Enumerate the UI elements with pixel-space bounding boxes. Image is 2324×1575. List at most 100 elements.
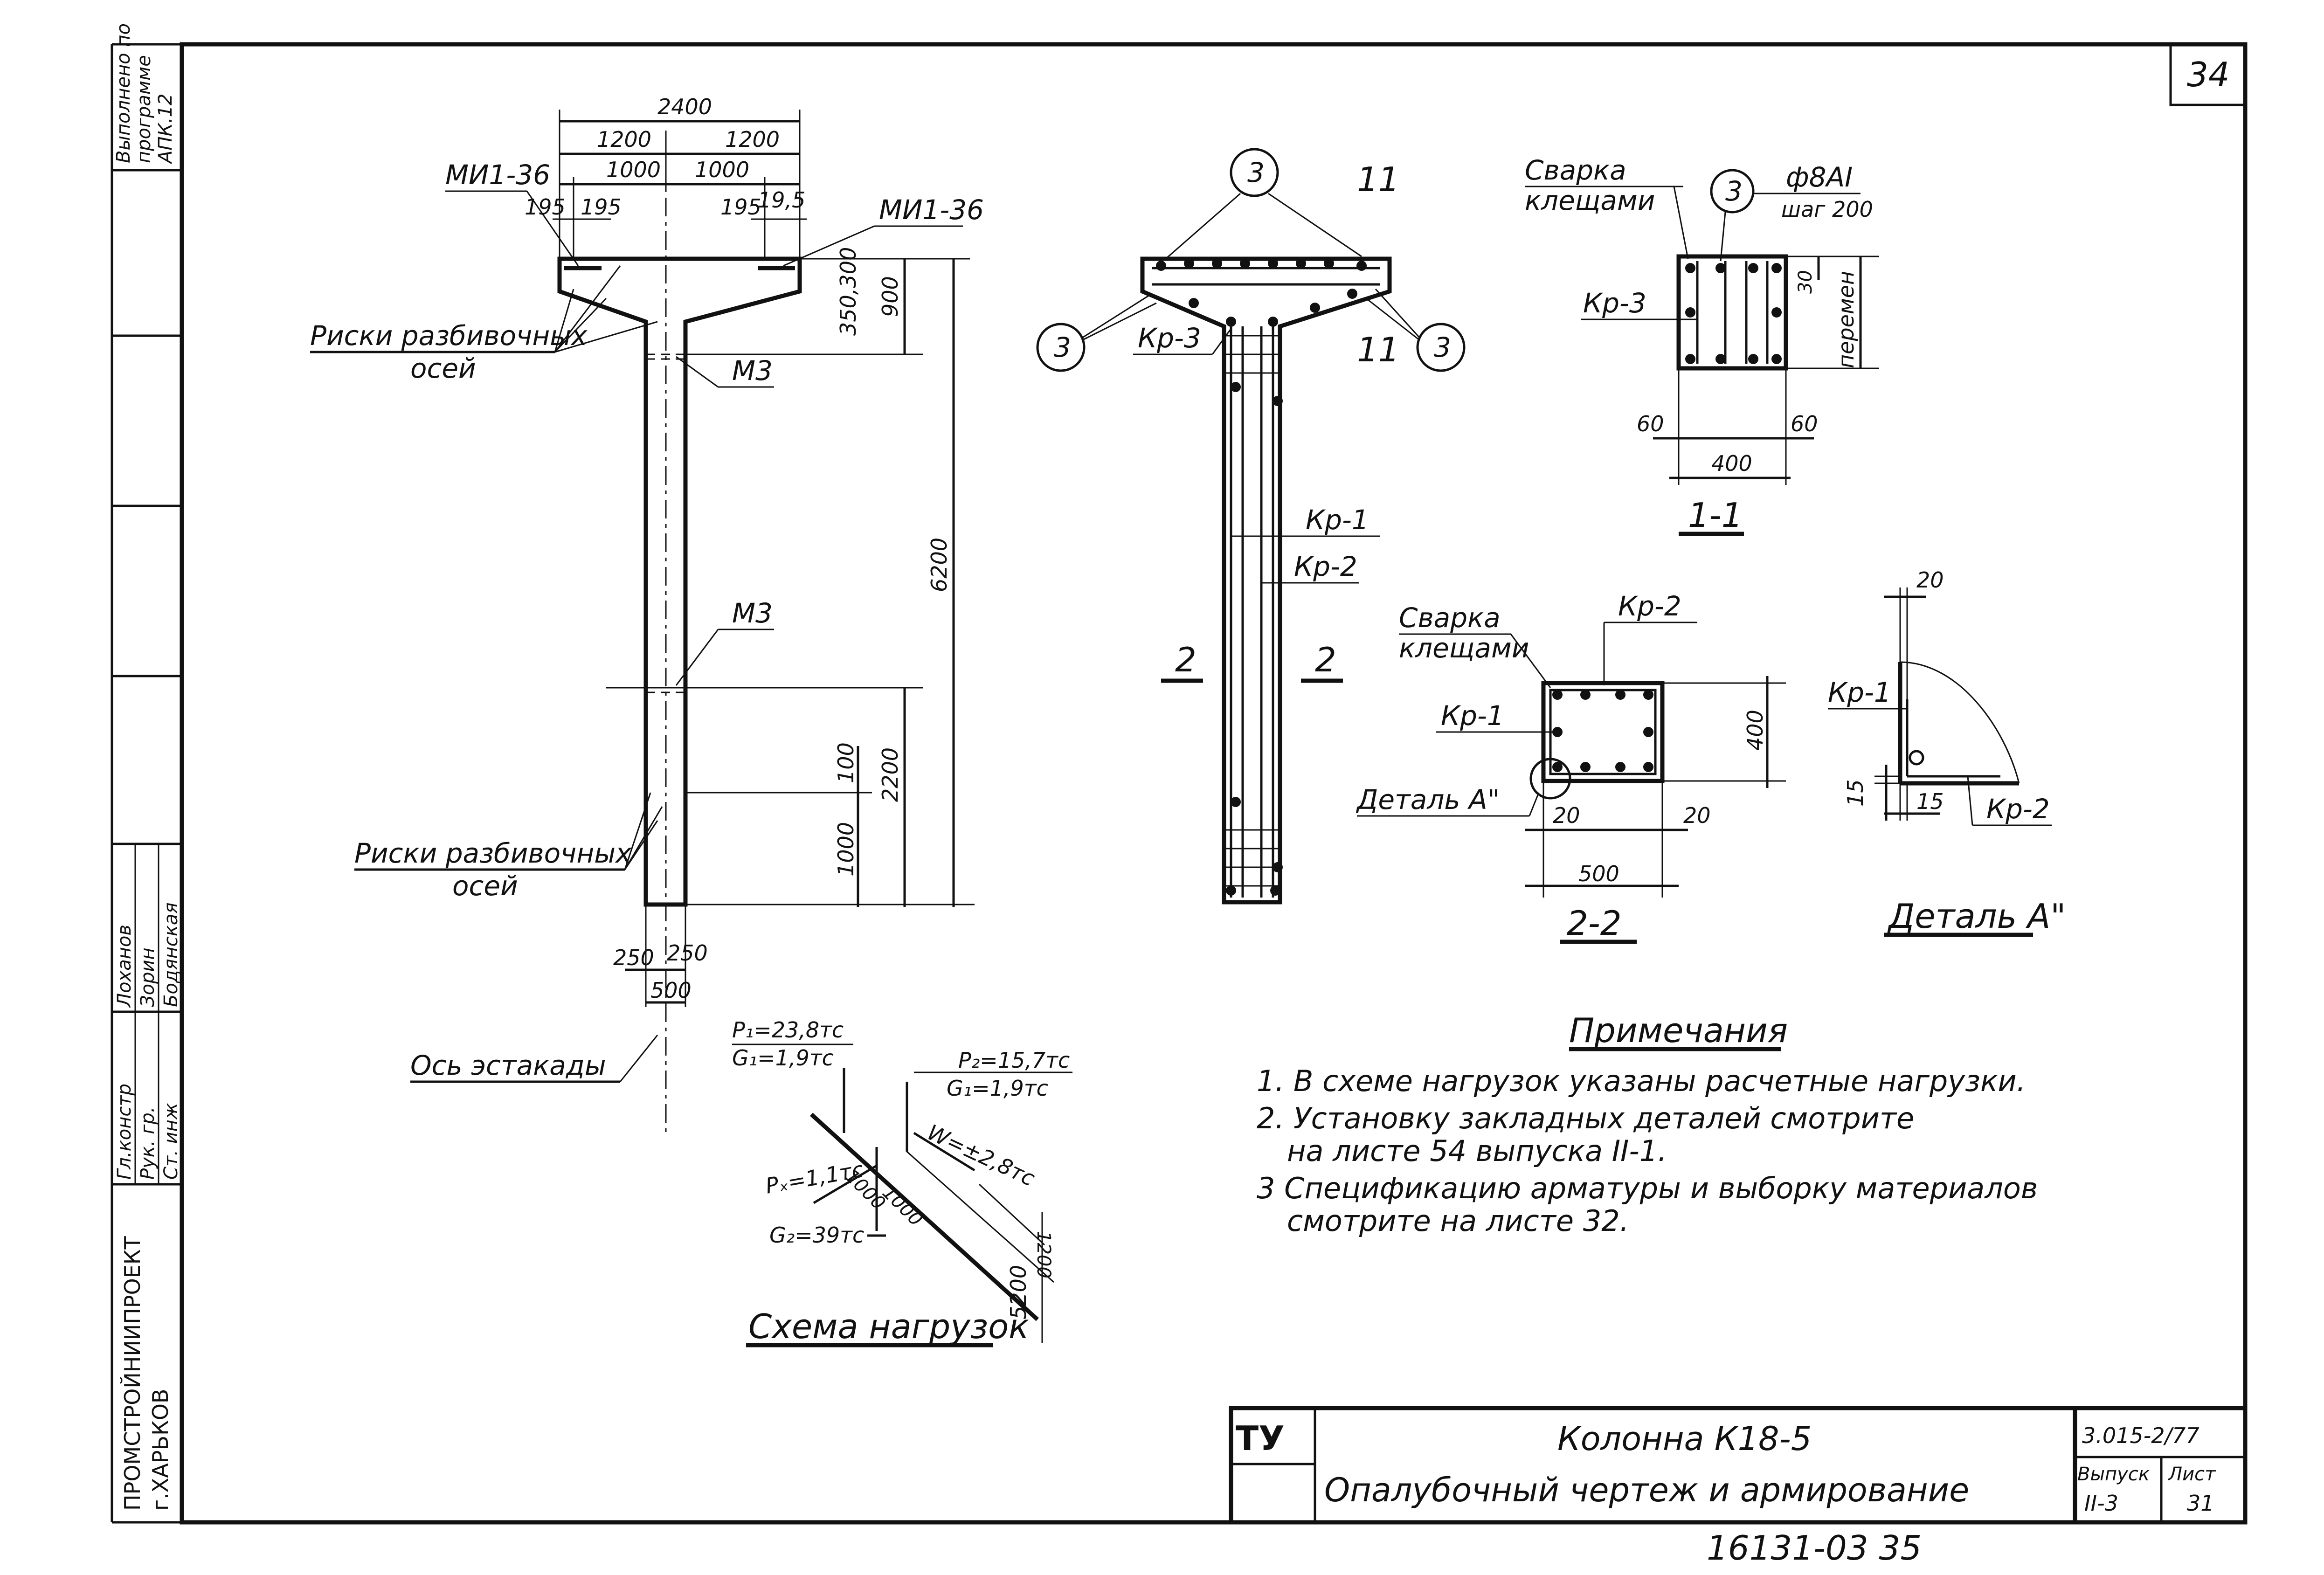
section-1-1-title: 1-1 <box>1688 496 1743 535</box>
dim-20-left: 20 <box>1553 803 1580 828</box>
dim-base-500: 500 <box>650 978 692 1003</box>
load-scheme: P₁=23,8тс G₁=1,9тс P₂=15,7тс G₁=1,9тс Pₓ… <box>732 1017 1072 1347</box>
side-stamp: Выполнено по программе АПК.12 Лоханов Зо… <box>112 23 182 1511</box>
note-2a: 2. Установку закладных деталей смотрите <box>1257 1101 1914 1135</box>
column-elevation: 2400 1200 1200 1000 1000 195 195 195 19,… <box>310 94 984 1133</box>
stamp-r3-role: Ст. инж <box>160 1103 182 1180</box>
dim-60-left: 60 <box>1637 411 1664 436</box>
load-g2: G₂=39тс <box>769 1223 864 1248</box>
marks-label-top-2: осей <box>410 352 476 384</box>
sheet-frame <box>180 42 2248 1525</box>
detail-a-ref: Деталь А" <box>1356 784 1500 815</box>
note-1: 1. В схеме нагрузок указаны расчетные на… <box>1257 1064 2026 1098</box>
dim-2200: 2200 <box>878 747 903 802</box>
note-2b: на листе 54 выпуска II-1. <box>1287 1134 1667 1168</box>
section-mark-1-1-top: 11 <box>1357 160 1400 199</box>
embed-label-right: МИ1-36 <box>879 194 984 226</box>
load-dim-1200: 1200 <box>1033 1231 1054 1278</box>
section-mark-2-left: 2 <box>1175 640 1197 679</box>
title-block: ТУ Колонна К18-5 Опалубочный чертеж и ар… <box>1229 1406 2248 1525</box>
dim-base-250-left: 250 <box>613 945 654 970</box>
dim-100: 100 <box>833 742 858 783</box>
kr2-section-label: Кр-2 <box>1618 590 1681 622</box>
stamp-r1-name: Лоханов <box>114 925 135 1008</box>
stamp-org-2: г.ХАРЬКОВ <box>148 1389 173 1511</box>
page-number-box <box>2169 43 2247 106</box>
load-g1-right: G₁=1,9тс <box>947 1076 1048 1101</box>
load-p2: P₂=15,7тс <box>958 1048 1070 1073</box>
drawing-code: 3.015-2/77 <box>2082 1423 2200 1448</box>
reinforcement-outline <box>1140 256 1392 905</box>
section-mark-1-1-bottom: 11 <box>1357 330 1400 369</box>
marks-label-top: Риски разбивочных <box>310 320 588 352</box>
dim-400-section-2: 400 <box>1743 710 1768 751</box>
stamp-org-1: ПРОМСТРОЙНИИПРОЕКТ <box>120 1236 145 1511</box>
kr3-label: Кр-3 <box>1138 322 1201 354</box>
section-1-1-outline <box>1676 254 1788 371</box>
title-line-2: Опалубочный чертеж и армирование <box>1324 1471 1969 1509</box>
dim-top-width: 2400 <box>657 94 712 119</box>
callout-3-right-text: 3 <box>1434 332 1451 363</box>
weld-label-1: Сварка <box>1525 154 1626 186</box>
kr3-section-label: Кр-3 <box>1583 287 1646 319</box>
stamp-top-text: Выполнено по <box>113 23 134 163</box>
bottom-stamp: 16131-03 35 <box>1707 1528 1922 1568</box>
title-line-1: Колонна К18-5 <box>1557 1420 1812 1458</box>
detail-a: 20 Кр-1 15 15 Кр-2 Деталь А" <box>1828 567 2066 937</box>
load-scheme-title: Схема нагрузок <box>748 1307 1029 1346</box>
callout-3-top <box>1230 148 1279 197</box>
sheet-value: 31 <box>2187 1491 2214 1516</box>
bar-step: шаг 200 <box>1781 197 1873 222</box>
dim-edge-a: 195 <box>525 194 566 220</box>
dim-sub-left: 1000 <box>606 157 661 182</box>
kr1-section-label: Кр-1 <box>1441 700 1504 732</box>
callout-3-left <box>1036 323 1086 372</box>
callout-3-top-text: 3 <box>1247 157 1265 188</box>
dim-20-detail: 20 <box>1916 567 1944 593</box>
stamp-r2-name: Зорин <box>137 947 159 1007</box>
dim-1000: 1000 <box>833 822 858 877</box>
dim-base-250-right: 250 <box>667 940 708 966</box>
notes-heading: Примечания <box>1569 1011 1788 1050</box>
stamp-r1-role: Гл.констр <box>114 1084 135 1180</box>
issue-value: II-3 <box>2084 1491 2118 1516</box>
m3-label-mid: М3 <box>732 597 773 629</box>
load-p1: P₁=23,8тс <box>732 1017 844 1043</box>
load-dim-1000b: 1000 <box>878 1182 927 1231</box>
section-mark-2-right: 2 <box>1315 640 1336 679</box>
bar-spec: ф8АI <box>1786 161 1853 193</box>
dim-var: перемен <box>1833 271 1859 368</box>
dim-15-horizontal: 15 <box>1916 789 1944 814</box>
reinforcement-view: 3 3 3 11 11 Кр-3 Кр-1 Кр-2 2 2 <box>1036 148 1466 905</box>
dim-400-section-1: 400 <box>1711 451 1752 476</box>
load-g1-left: G₁=1,9тс <box>732 1045 834 1071</box>
dim-20-right: 20 <box>1683 803 1711 828</box>
kr2-detail-label: Кр-2 <box>1986 793 2050 825</box>
note-3b: смотрите на листе 32. <box>1287 1204 1629 1238</box>
title-logo: ТУ <box>1236 1419 1285 1458</box>
dim-sub-right: 1000 <box>695 157 749 182</box>
load-dim-5200: 5200 <box>1006 1265 1031 1319</box>
callout-3-section <box>1710 169 1755 214</box>
sheet-label: Лист <box>2167 1464 2216 1485</box>
kr1-label: Кр-1 <box>1306 504 1369 536</box>
marks-label-bottom: Риски разбивочных <box>354 837 632 869</box>
dim-900: 900 <box>878 276 903 317</box>
weld-label-2-1: Сварка <box>1399 602 1501 634</box>
load-w: W=±2,8тс <box>923 1119 1038 1191</box>
m3-label-top: М3 <box>732 355 773 387</box>
weld-label-2: клещами <box>1525 185 1655 216</box>
dim-60-right: 60 <box>1791 411 1818 436</box>
issue-label: Выпуск <box>2077 1464 2150 1485</box>
section-2-2-title: 2-2 <box>1567 904 1622 943</box>
dim-6200: 6200 <box>927 538 952 592</box>
axis-label: Ось эстакады <box>410 1050 606 1081</box>
dim-15-vertical: 15 <box>1843 779 1868 807</box>
note-3a: 3 Спецификацию арматуры и выборку матери… <box>1257 1171 2038 1205</box>
dim-30: 30 <box>1795 270 1816 294</box>
marks-label-bottom-2: осей <box>452 870 518 902</box>
notes: Примечания 1. В схеме нагрузок указаны р… <box>1257 1011 2038 1238</box>
detail-a-title: Деталь А" <box>1887 897 2066 936</box>
dim-350-300: 350,300 <box>836 247 861 336</box>
